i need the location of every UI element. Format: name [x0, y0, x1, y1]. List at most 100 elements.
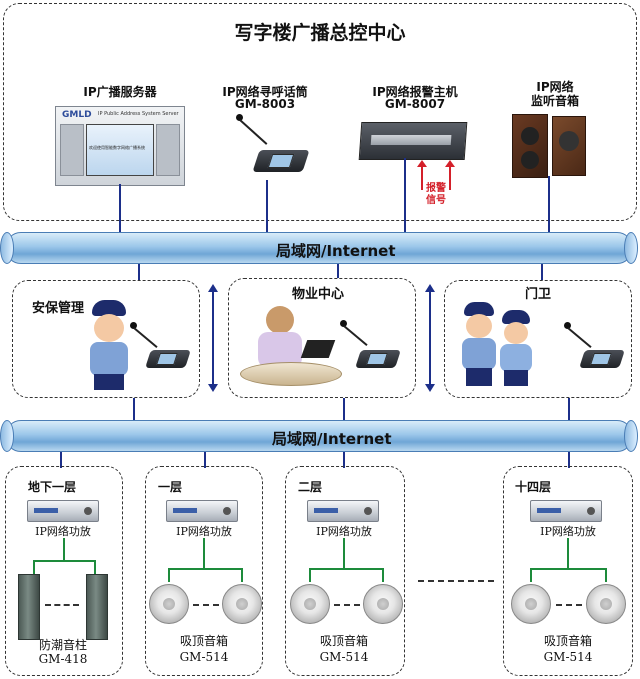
- floor-2-ceiling-speaker-right: [363, 584, 403, 624]
- floor-1-speaker-name: 吸顶音箱: [179, 634, 228, 648]
- link-lower-floor-2: [343, 452, 345, 468]
- link-security-lower: [133, 398, 135, 420]
- floor-b1-speaker-name: 防潮音柱: [38, 638, 87, 652]
- control-center-title: 写字楼广播总控中心: [234, 22, 406, 44]
- link-mic-upper: [266, 180, 268, 232]
- server-left-panel: [60, 124, 84, 176]
- floor-b1-label: 地下一层: [28, 480, 77, 494]
- floor-b1-amplifier: [27, 500, 99, 522]
- device-label-monitor: IP网络: [536, 80, 574, 94]
- floor-b1-column-speaker-left: [18, 574, 40, 640]
- alarm-host: [358, 122, 468, 160]
- floor-2-box: [285, 466, 405, 676]
- floor-1-wire-l: [168, 568, 170, 582]
- room-property: [228, 278, 416, 398]
- floor-2-speaker-name: 吸顶音箱: [319, 634, 368, 648]
- property-operator-figure: [240, 306, 342, 386]
- link-monitor-upper: [548, 176, 550, 232]
- server-subtitle: IP Public Address System Server: [98, 111, 179, 117]
- alarm-arrow-right: [445, 160, 455, 190]
- floor-1-amplifier: [166, 500, 238, 522]
- room-security: [12, 280, 200, 398]
- floor-b1-column-speaker-right: [86, 574, 108, 640]
- floor-b1-amp-label: IP网络功放: [35, 525, 91, 538]
- floor-2-wire-v: [343, 538, 345, 568]
- device-label-alarm: IP网络报警主机: [372, 85, 458, 99]
- link-lower-floor-b1: [60, 452, 62, 468]
- lower-network-pipe: [5, 420, 633, 452]
- link-alarm-upper: [404, 158, 406, 232]
- floor-14-ceiling-speaker-left: [511, 584, 551, 624]
- floor-2-wire-l: [309, 568, 311, 582]
- floor-14-wire-l: [530, 568, 532, 582]
- floor-2-dashes: [334, 604, 360, 606]
- floors-continuation-dashes: [418, 580, 494, 582]
- lower-network-label: 局域网/Internet: [272, 430, 392, 448]
- double-arrow-left: [208, 284, 218, 392]
- link-guard-lower: [568, 398, 570, 420]
- device-model-mic: GM-8003: [234, 97, 296, 111]
- upper-network-pipe: [5, 232, 633, 264]
- double-arrow-right: [425, 284, 435, 392]
- floor-2-wire-r: [382, 568, 384, 582]
- device-label-server: IP广播服务器: [83, 85, 157, 99]
- alarm-signal-label: 报警信号: [426, 183, 446, 206]
- floor-14-label: 十四层: [515, 480, 552, 494]
- floor-2-amp-label: IP网络功放: [316, 525, 372, 538]
- lower-pipe-cap-right: [624, 420, 638, 452]
- floor-b1-wire-h: [33, 560, 95, 562]
- floor-1-label: 一层: [158, 480, 183, 494]
- floor-14-amp-label: IP网络功放: [540, 525, 596, 538]
- upper-network-label: 局域网/Internet: [276, 242, 396, 260]
- device-label-mic: IP网络寻呼话筒: [222, 85, 308, 99]
- floor-b1-wire-l: [33, 560, 35, 574]
- broadcast-server: GMLD IP Public Address System Server 欢迎使…: [55, 106, 185, 186]
- security-guard-figure: [84, 300, 134, 392]
- alarm-arrow-left: [417, 160, 427, 190]
- room-guard-label: 门卫: [525, 287, 552, 302]
- floor-1-speaker-model: GM-514: [179, 650, 229, 664]
- floor-1-ceiling-speaker-left: [149, 584, 189, 624]
- floor-2-wire-h: [309, 568, 383, 570]
- upper-pipe-cap-left: [0, 232, 14, 264]
- server-screen: 欢迎使用智能数字网络广播系统: [86, 124, 154, 176]
- floor-1-wire-r: [241, 568, 243, 582]
- floor-1-wire-h: [168, 568, 242, 570]
- floor-14-dashes: [556, 604, 582, 606]
- link-property-lower: [343, 398, 345, 420]
- floor-b1-wire-r: [94, 560, 96, 574]
- link-upper-guard: [541, 264, 543, 280]
- server-brand: GMLD: [62, 110, 92, 120]
- floor-1-amp-label: IP网络功放: [176, 525, 232, 538]
- link-lower-floor-1: [204, 452, 206, 468]
- paging-microphone: [230, 110, 310, 180]
- floor-1-ceiling-speaker-right: [222, 584, 262, 624]
- floor-14-wire-h: [530, 568, 606, 570]
- link-lower-floor-14: [568, 452, 570, 468]
- guard-microphone: [562, 322, 626, 372]
- floor-2-speaker-model: GM-514: [319, 650, 369, 664]
- floor-14-wire-v: [567, 538, 569, 568]
- floor-14-speaker-model: GM-514: [543, 650, 593, 664]
- floor-14-amplifier: [530, 500, 602, 522]
- floor-b1-box: [5, 466, 123, 676]
- floor-2-amplifier: [307, 500, 379, 522]
- device-model-alarm: GM-8007: [384, 97, 446, 111]
- floor-1-wire-v: [203, 538, 205, 568]
- guard-figures: [460, 300, 534, 388]
- property-microphone: [338, 320, 402, 370]
- room-guard: [444, 280, 632, 398]
- link-upper-security: [138, 264, 140, 280]
- floor-14-speaker-name: 吸顶音箱: [543, 634, 592, 648]
- monitor-speaker: [512, 114, 586, 178]
- floor-2-label: 二层: [298, 480, 323, 494]
- floor-14-ceiling-speaker-right: [586, 584, 626, 624]
- floor-14-wire-r: [605, 568, 607, 582]
- server-right-panel: [156, 124, 180, 176]
- floor-b1-speaker-model: GM-418: [38, 652, 88, 666]
- floor-1-box: [145, 466, 263, 676]
- floor-14-box: [503, 466, 633, 676]
- room-property-label: 物业中心: [292, 287, 345, 302]
- link-upper-property: [337, 264, 339, 278]
- floor-b1-wire-v: [63, 538, 65, 560]
